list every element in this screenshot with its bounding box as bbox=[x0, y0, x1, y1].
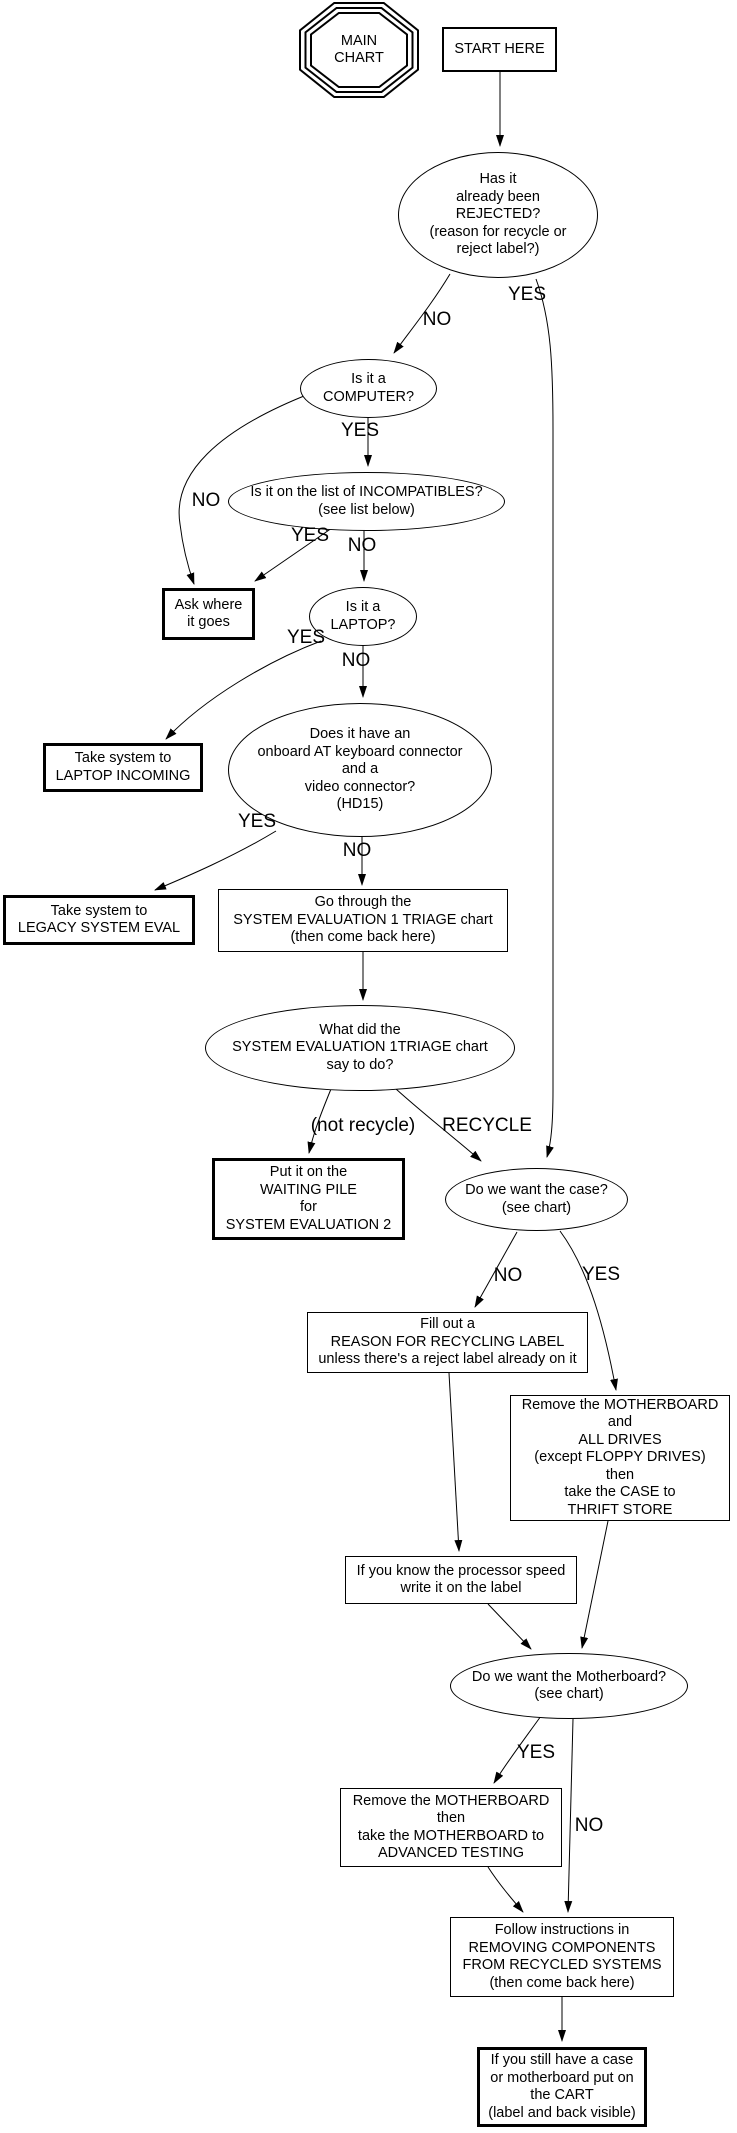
action-ask-where-label: Ask where it goes bbox=[174, 596, 243, 631]
edge-label-rejected-no: NO bbox=[422, 309, 452, 330]
action-triage-chart: Go through the SYSTEM EVALUATION 1 TRIAG… bbox=[218, 889, 508, 952]
edge-want-case-yes-to-remove-case bbox=[559, 1230, 618, 1391]
edge-want-motherboard-no-to-removing bbox=[564, 1718, 574, 1913]
action-laptop-incoming-label: Take system to LAPTOP INCOMING bbox=[55, 750, 191, 784]
action-recycling-label-label: Fill out a REASON FOR RECYCLING LABEL un… bbox=[318, 1316, 577, 1368]
decision-keyboard-video-label: Does it have an onboard AT keyboard conn… bbox=[257, 726, 463, 813]
action-ask-where: Ask where it goes bbox=[162, 588, 255, 640]
action-laptop-incoming: Take system to LAPTOP INCOMING bbox=[43, 743, 203, 792]
action-triage-chart-label: Go through the SYSTEM EVALUATION 1 TRIAG… bbox=[233, 894, 493, 946]
edge-label-case-no: NO bbox=[493, 1265, 523, 1286]
decision-want-motherboard-label: Do we want the Motherboard? (see chart) bbox=[471, 1668, 667, 1703]
edge-label-laptop-no: NO bbox=[341, 650, 371, 671]
edge-label-motherboard-yes: YES bbox=[516, 1742, 556, 1763]
edge-recycling-label-to-processor bbox=[448, 1372, 463, 1552]
action-cart: If you still have a case or motherboard … bbox=[477, 2047, 647, 2127]
edge-laptop-yes-to-laptop-incoming bbox=[165, 640, 322, 740]
decision-incompatibles: Is it on the list of INCOMPATIBLES? (see… bbox=[228, 472, 505, 531]
start-here-label: START HERE bbox=[454, 40, 545, 57]
edge-label-motherboard-no: NO bbox=[574, 1815, 604, 1836]
action-waiting-pile-label: Put it on the WAITING PILE for SYSTEM EV… bbox=[225, 1164, 392, 1233]
edge-remove-case-to-want-motherboard bbox=[580, 1520, 609, 1649]
action-advanced-testing: Remove the MOTHERBOARD then take the MOT… bbox=[340, 1788, 562, 1867]
decision-triage-result: What did the SYSTEM EVALUATION 1TRIAGE c… bbox=[205, 1005, 515, 1091]
edge-what-did-recycle-to-want-case bbox=[395, 1088, 482, 1162]
edge-label-keyboard-yes: YES bbox=[237, 811, 277, 832]
edge-rejected-yes-to-want-case bbox=[535, 278, 554, 1158]
decision-want-case-label: Do we want the case? (see chart) bbox=[465, 1182, 608, 1216]
action-recycling-label: Fill out a REASON FOR RECYCLING LABEL un… bbox=[307, 1312, 588, 1373]
edge-advanced-to-removing bbox=[487, 1866, 524, 1913]
edge-label-not-recycle: (not recycle) bbox=[310, 1115, 416, 1136]
action-removing-components: Follow instructions in REMOVING COMPONEN… bbox=[450, 1917, 674, 1997]
edge-label-keyboard-no: NO bbox=[342, 840, 372, 861]
edge-want-case-no-to-recycling-label bbox=[474, 1231, 518, 1308]
decision-triage-result-label: What did the SYSTEM EVALUATION 1TRIAGE c… bbox=[232, 1021, 488, 1073]
main-chart-octagon-icon bbox=[299, 1, 419, 98]
action-cart-label: If you still have a case or motherboard … bbox=[488, 2052, 636, 2121]
edge-computer-no-to-ask-where bbox=[178, 393, 310, 585]
edge-incompatibles-yes-to-ask-where bbox=[254, 527, 333, 582]
decision-rejected-label: Has it already been REJECTED? (reason fo… bbox=[429, 171, 567, 258]
action-remove-case-parts-label: Remove the MOTHERBOARD and ALL DRIVES (e… bbox=[521, 1396, 719, 1518]
action-waiting-pile: Put it on the WAITING PILE for SYSTEM EV… bbox=[212, 1158, 405, 1240]
action-advanced-testing-label: Remove the MOTHERBOARD then take the MOT… bbox=[352, 1792, 550, 1862]
decision-computer-label: Is it a COMPUTER? bbox=[322, 371, 415, 405]
edge-processor-to-want-motherboard bbox=[487, 1603, 532, 1650]
edge-label-computer-no: NO bbox=[191, 490, 221, 511]
decision-rejected: Has it already been REJECTED? (reason fo… bbox=[398, 152, 598, 278]
edge-label-incompatibles-yes: YES bbox=[290, 525, 330, 546]
edge-what-did-notrecycle-to-waiting-pile bbox=[307, 1088, 332, 1154]
edge-rejected-no-to-computer bbox=[393, 273, 451, 354]
decision-incompatibles-label: Is it on the list of INCOMPATIBLES? (see… bbox=[250, 484, 483, 518]
edge-label-incompatibles-no: NO bbox=[347, 535, 377, 556]
edge-label-computer-yes: YES bbox=[340, 420, 380, 441]
edge-want-motherboard-yes-to-advanced bbox=[493, 1715, 542, 1784]
edge-keyboard-yes-to-legacy bbox=[154, 830, 277, 891]
edge-label-case-yes: YES bbox=[581, 1264, 621, 1285]
action-legacy-system-eval-label: Take system to LEGACY SYSTEM EVAL bbox=[17, 902, 181, 937]
action-processor-speed-label: If you know the processor speed write it… bbox=[356, 1562, 566, 1597]
edge-label-rejected-yes: YES bbox=[507, 284, 547, 305]
start-here-node: START HERE bbox=[442, 27, 557, 72]
main-chart-title: MAIN CHART bbox=[300, 3, 418, 97]
decision-computer: Is it a COMPUTER? bbox=[300, 359, 437, 418]
action-remove-case-parts: Remove the MOTHERBOARD and ALL DRIVES (e… bbox=[510, 1395, 730, 1521]
decision-keyboard-video: Does it have an onboard AT keyboard conn… bbox=[228, 703, 492, 837]
decision-want-case: Do we want the case? (see chart) bbox=[445, 1168, 628, 1231]
action-processor-speed: If you know the processor speed write it… bbox=[345, 1556, 577, 1604]
decision-want-motherboard: Do we want the Motherboard? (see chart) bbox=[450, 1653, 688, 1719]
main-chart-label: MAIN CHART bbox=[334, 32, 384, 67]
decision-laptop-label: Is it a LAPTOP? bbox=[330, 599, 396, 633]
action-removing-components-label: Follow instructions in REMOVING COMPONEN… bbox=[462, 1922, 662, 1991]
edge-label-recycle: RECYCLE bbox=[442, 1115, 532, 1136]
edge-label-laptop-yes: YES bbox=[286, 627, 326, 648]
action-legacy-system-eval: Take system to LEGACY SYSTEM EVAL bbox=[3, 895, 195, 945]
decision-laptop: Is it a LAPTOP? bbox=[309, 587, 417, 646]
